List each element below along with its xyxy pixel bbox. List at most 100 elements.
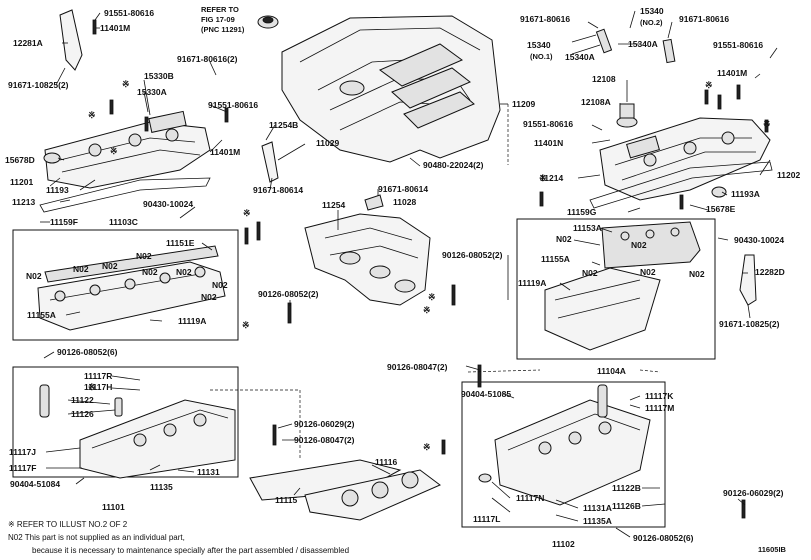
box-11102 (461, 381, 666, 528)
label-11126b: 11126B (612, 501, 641, 511)
cam-position-sensors (595, 28, 676, 64)
svg-text:※: ※ (122, 79, 130, 89)
note-line3: because it is necessary to maintenance s… (32, 546, 349, 555)
label-11159g: 11159G (567, 207, 597, 217)
label-91671-80614-a: 91671-80614 (253, 185, 303, 195)
n02-r1: N02 (556, 234, 572, 244)
label-90126-06029-a: 90126-06029(2) (294, 419, 355, 429)
label-90404-51085: 90404-51085 (461, 389, 511, 399)
label-15340-no1: 15340 (527, 40, 551, 50)
label-11117l: 11117L (473, 514, 500, 524)
label-11115: 11115 (275, 495, 298, 505)
label-11131: 11131 (197, 467, 220, 477)
label-90430-10024-r: 90430-10024 (734, 235, 784, 245)
svg-text:※: ※ (763, 119, 771, 129)
label-12108a: 12108A (581, 97, 611, 107)
n02-5: N02 (142, 267, 158, 277)
n02-7: N02 (212, 280, 228, 290)
label-11201: 11201 (10, 177, 33, 187)
label-11401m-mid: 11401M (210, 147, 240, 157)
label-11117r: 11117R (84, 371, 112, 381)
engine-cover-11209 (281, 15, 501, 163)
label-11103c: 11103C (109, 217, 138, 227)
label-90404-51084: 90404-51084 (10, 479, 60, 489)
svg-text:※: ※ (88, 382, 96, 392)
label-11119a-r: 11119A (518, 278, 546, 288)
label-11131a: 11131A (583, 503, 612, 513)
label-11117j: 11117J (9, 447, 36, 457)
part-15678d (43, 152, 61, 164)
label-11209: 11209 (512, 99, 535, 109)
svg-text:※: ※ (88, 110, 96, 120)
camshaft-housing-rh (544, 221, 701, 351)
n02-r5: N02 (689, 269, 705, 279)
svg-text:※: ※ (539, 173, 547, 183)
label-15340a-a: 15340A (565, 52, 595, 62)
label-11202: 11202 (777, 170, 800, 180)
n02-1: N02 (26, 271, 42, 281)
label-91671-10825-r: 91671-10825(2) (719, 319, 780, 329)
svg-text:※: ※ (428, 292, 436, 302)
cylinder-head-lh (39, 384, 236, 479)
label-11254: 11254 (322, 200, 345, 210)
label-90126-06029-b: 90126-06029(2) (723, 488, 784, 498)
label-15678e: 15678E (706, 204, 736, 214)
label-91551-80616-r: 91551-80616 (713, 40, 763, 50)
label-12108: 12108 (592, 74, 616, 84)
svg-text:※: ※ (110, 146, 118, 156)
bolts (92, 19, 769, 519)
label-11117f: 11117F (9, 463, 36, 473)
label-no2: (NO.2) (640, 18, 663, 27)
label-15330b: 15330B (144, 71, 174, 81)
box-11104a (516, 218, 716, 360)
oil-filler-cap (257, 15, 279, 29)
head-gaskets (249, 459, 441, 521)
svg-text:※: ※ (423, 305, 431, 315)
label-91671-10825: 91671-10825(2) (8, 80, 69, 90)
label-15678d: 15678D (5, 155, 35, 165)
n02-2: N02 (73, 264, 89, 274)
label-11126: 11126 (71, 409, 94, 419)
label-90126-08052-6-r: 90126-08052(6) (633, 533, 694, 543)
oil-filler-cap-12108 (616, 103, 638, 128)
label-11151e: 11151E (166, 238, 195, 248)
label-11214: 11214 (540, 173, 563, 183)
label-11401m: 11401M (100, 23, 130, 33)
label-90126-08052-2-mid: 90126-08052(2) (258, 289, 319, 299)
part-11028 (364, 194, 384, 211)
label-90126-08052-2-r: 90126-08052(2) (442, 250, 503, 260)
label-91551-80616-r2: 91551-80616 (523, 119, 573, 129)
label-11102: 11102 (552, 539, 575, 549)
label-90126-08052-6-left: 90126-08052(6) (57, 347, 118, 357)
label-11117h: 11117H (84, 382, 112, 392)
bracket-12282d (739, 254, 757, 306)
label-11193: 11193 (46, 185, 69, 195)
label-11401m-r: 11401M (717, 68, 747, 78)
cylinder-head-cover-lh-11201 (44, 110, 211, 189)
gasket-11213 (39, 177, 211, 213)
label-91671-80616-r1: 91671-80616 (520, 14, 570, 24)
label-11104a: 11104A (597, 366, 626, 376)
n02-r2: N02 (631, 240, 647, 250)
note-line2: N02 This part is not supplied as an indi… (8, 533, 185, 542)
label-11213: 11213 (12, 197, 35, 207)
label-11116: 11116 (375, 457, 398, 467)
svg-text:※: ※ (705, 80, 713, 90)
svg-text:※: ※ (423, 442, 431, 452)
n02-r4: N02 (640, 267, 656, 277)
intake-manifold-11254 (304, 213, 431, 306)
label-11029: 11029 (316, 138, 339, 148)
cylinder-head-rh (478, 384, 651, 506)
label-91671-80616-r2: 91671-80616 (679, 14, 729, 24)
cylinder-head-cover-rh-11202 (599, 117, 771, 201)
label-11155a-left: 11155A (27, 310, 56, 320)
label-90480-22024: 90480-22024(2) (423, 160, 484, 170)
label-90126-08047-b: 90126-08047(2) (387, 362, 448, 372)
label-12281a: 12281A (13, 38, 43, 48)
label-15340-no2: 15340 (640, 6, 664, 16)
label-11028: 11028 (393, 197, 416, 207)
label-15330a: 15330A (137, 87, 167, 97)
part-11193a (711, 186, 727, 198)
label-91671-80616: 91671-80616(2) (177, 54, 238, 64)
